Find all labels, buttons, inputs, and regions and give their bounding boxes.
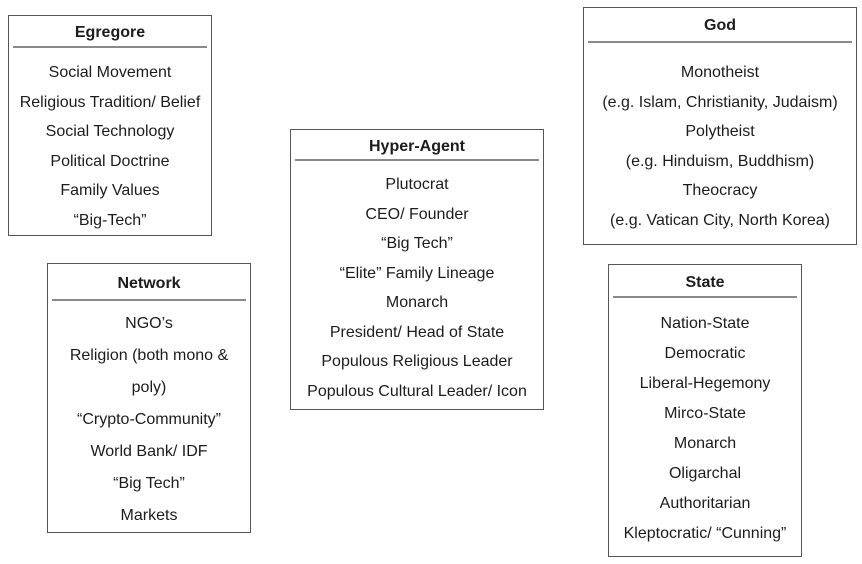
list-item: “Big Tech” — [113, 475, 185, 492]
god-box-title: God — [704, 17, 736, 34]
list-item: Liberal-Hegemony — [639, 375, 771, 392]
egregore-box-title: Egregore — [74, 24, 146, 41]
list-item: Democratic — [664, 345, 746, 362]
list-item: Kleptocratic/ “Cunning” — [623, 525, 787, 542]
list-item: Social Technology — [45, 123, 175, 140]
list-item: “Crypto-Community” — [76, 411, 221, 428]
god-item-list: Monotheist (e.g. Islam, Christianity, Ju… — [584, 43, 856, 235]
state-box-title: State — [685, 274, 725, 291]
list-item: (e.g. Islam, Christianity, Judaism) — [602, 93, 838, 111]
list-item: Populous Cultural Leader/ Icon — [307, 382, 527, 400]
list-item: (e.g. Hinduism, Buddhism) — [625, 152, 815, 170]
list-item: Markets — [120, 507, 178, 524]
list-item: Social Movement — [48, 64, 172, 81]
list-item: Religion (both mono & poly) — [69, 347, 229, 396]
network-title-separator — [52, 299, 246, 301]
list-item: Mirco-State — [664, 405, 746, 422]
hyper-agent-box-title: Hyper-Agent — [368, 138, 465, 155]
list-item: Authoritarian — [659, 495, 751, 512]
god-title-separator — [588, 41, 852, 43]
list-item: Monarch — [673, 435, 737, 452]
list-item: Plutocrat — [385, 176, 449, 193]
list-item: Populous Religious Leader — [321, 353, 513, 370]
hyper-agent-box: Hyper-Agent Plutocrat CEO/ Founder “Big … — [290, 129, 544, 410]
list-item: Nation-State — [660, 315, 750, 332]
list-item: Theocracy — [682, 182, 758, 199]
list-item: Religious Tradition/ Belief — [19, 93, 201, 111]
list-item: Polytheist — [685, 123, 755, 140]
egregore-box: Egregore Social Movement Religious Tradi… — [8, 15, 212, 236]
list-item: CEO/ Founder — [365, 205, 469, 223]
list-item: Monotheist — [680, 64, 760, 81]
hyper-agent-title-separator — [295, 159, 539, 161]
list-item: Monarch — [385, 294, 449, 311]
list-item: “Elite” Family Lineage — [339, 264, 495, 282]
state-title-separator — [613, 296, 797, 298]
list-item: (e.g. Vatican City, North Korea) — [610, 211, 830, 229]
list-item: Political Doctrine — [50, 152, 170, 170]
list-item: Family Values — [60, 182, 160, 199]
egregore-title-separator — [13, 46, 207, 48]
list-item: NGO’s — [125, 315, 173, 332]
network-box-title: Network — [117, 275, 181, 292]
network-box: Network NGO’s Religion (both mono & poly… — [47, 263, 251, 533]
network-item-list: NGO’s Religion (both mono & poly) “Crypt… — [48, 301, 250, 532]
list-item: “Big Tech” — [381, 235, 453, 252]
list-item: “Big-Tech” — [73, 211, 147, 229]
list-item: World Bank/ IDF — [90, 443, 208, 460]
list-item: Oligarchal — [668, 465, 742, 482]
list-item: President/ Head of State — [329, 323, 505, 341]
hyper-agent-item-list: Plutocrat CEO/ Founder “Big Tech” “Elite… — [291, 161, 543, 406]
state-item-list: Nation-State Democratic Liberal-Hegemony… — [609, 298, 801, 549]
state-box: State Nation-State Democratic Liberal-He… — [608, 264, 802, 557]
egregore-item-list: Social Movement Religious Tradition/ Bel… — [9, 48, 211, 235]
god-box: God Monotheist (e.g. Islam, Christianity… — [583, 7, 857, 245]
